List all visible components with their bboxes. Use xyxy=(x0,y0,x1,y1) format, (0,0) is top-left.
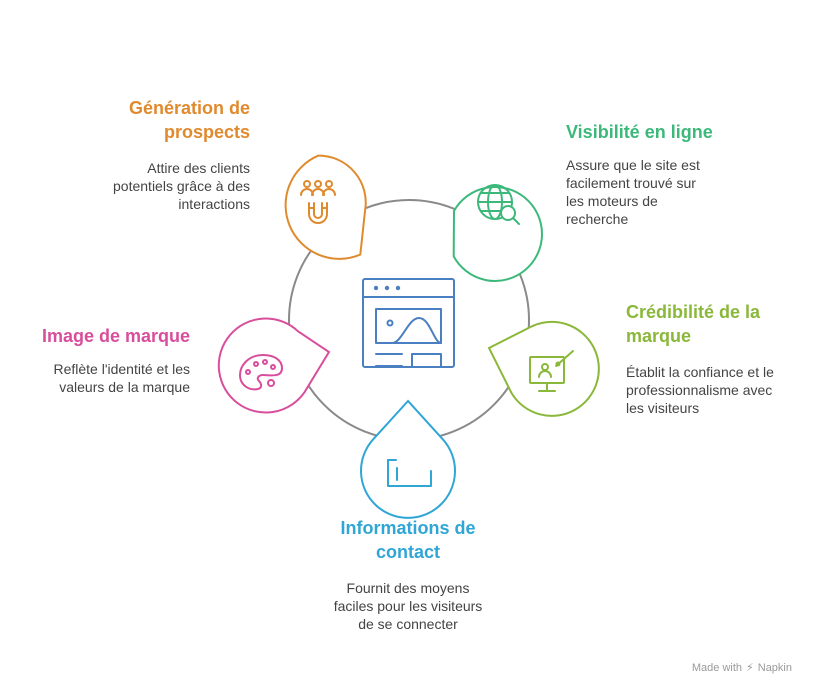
napkin-brand-label: Napkin xyxy=(757,661,792,674)
napkin-logo-icon: ⚡ xyxy=(746,662,754,674)
visibilite-node xyxy=(452,184,544,282)
contact-teardrop xyxy=(360,399,456,519)
contact-node xyxy=(360,399,456,519)
visibilite-teardrop xyxy=(452,185,544,282)
napkin-footer[interactable]: Made with ⚡ Napkin xyxy=(691,661,792,675)
globe-search-icon xyxy=(477,184,520,225)
palette-icon xyxy=(239,354,283,391)
website-icon xyxy=(362,278,455,368)
made-with-label: Made with xyxy=(691,661,743,674)
contact-card-icon xyxy=(387,459,432,487)
users-magnet-icon xyxy=(300,180,336,224)
image-title: Image de marque xyxy=(41,326,190,346)
generation-node xyxy=(284,154,367,260)
visibilite-title: Visibilité en ligne xyxy=(566,122,713,142)
presentation-icon xyxy=(529,350,574,392)
image-node xyxy=(217,317,331,414)
credibilite-node xyxy=(487,320,600,417)
